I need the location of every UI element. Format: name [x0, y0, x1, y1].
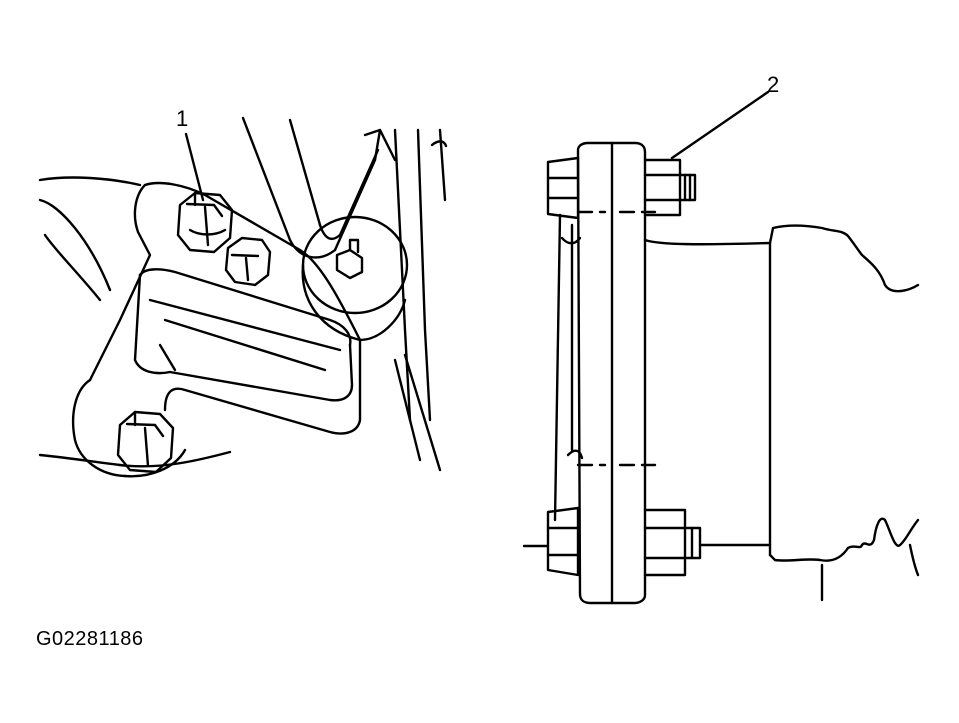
left-view-mount-bracket	[40, 118, 446, 476]
bolt-upper-left	[178, 193, 232, 252]
callout-2: 2	[767, 72, 780, 97]
bolt-upper-second	[226, 238, 270, 285]
right-view-flange	[524, 92, 918, 603]
callout-1: 1	[176, 106, 189, 131]
figure-code: G02281186	[36, 628, 144, 650]
bolt-lower-left	[118, 412, 173, 472]
